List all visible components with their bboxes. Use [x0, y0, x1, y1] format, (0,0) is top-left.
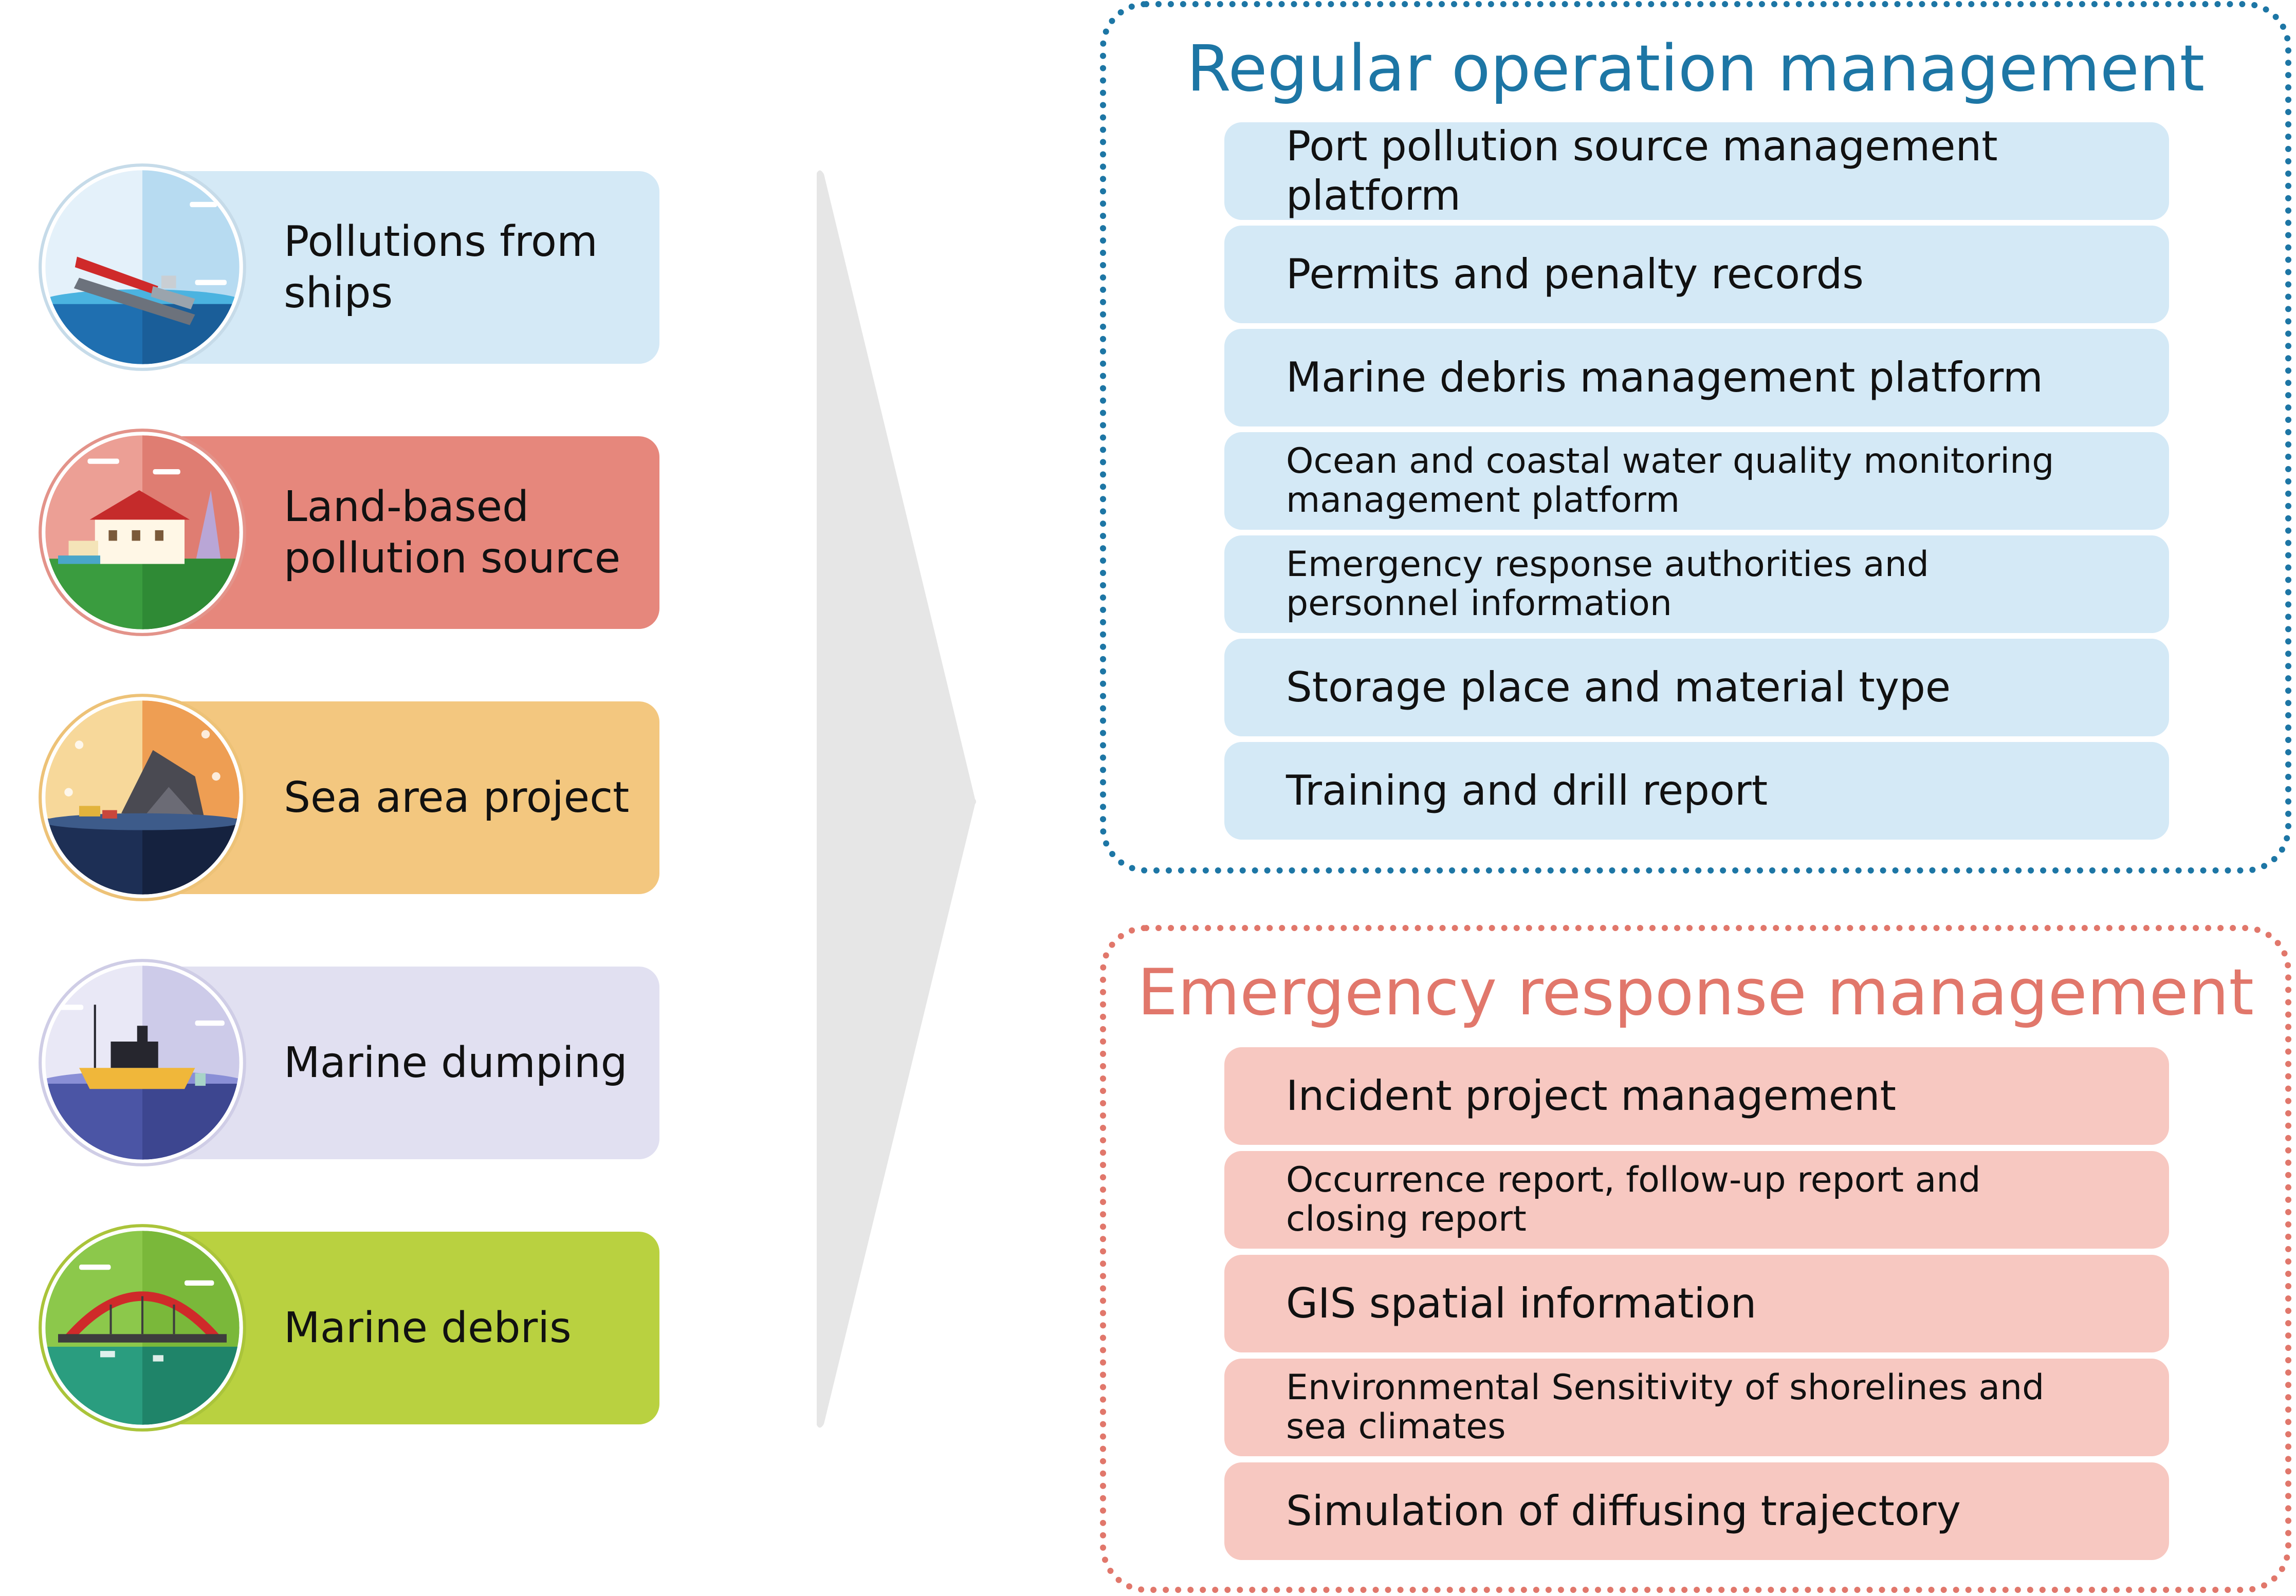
- panel-title: Regular operation management: [1186, 32, 2205, 106]
- emergency-item: Occurrence report, follow-up report and …: [1224, 1151, 2169, 1249]
- tugboat-icon: [37, 957, 248, 1168]
- regular-operation-panel: Regular operation management: [1100, 1, 2291, 874]
- regular-item: Training and drill report: [1224, 742, 2169, 840]
- source-card-sea-area: Sea area project: [149, 701, 659, 894]
- emergency-item: GIS spatial information: [1224, 1255, 2169, 1352]
- emergency-item: Environmental Sensitivity of shorelines …: [1224, 1359, 2169, 1456]
- sinking-ship-icon: [37, 162, 248, 373]
- regular-item: Permits and penalty records: [1224, 226, 2169, 323]
- regular-item: Port pollution source management platfor…: [1224, 122, 2169, 220]
- regular-item: Emergency response authorities and perso…: [1224, 535, 2169, 633]
- factory-house-icon: [37, 427, 248, 638]
- emergency-response-panel: Emergency response management: [1100, 925, 2291, 1593]
- regular-item: Storage place and material type: [1224, 639, 2169, 736]
- bridge-icon: [37, 1222, 248, 1433]
- source-label: Marine dumping: [284, 1038, 628, 1087]
- source-label: Land-based pollution source: [284, 482, 621, 583]
- flow-arrow: [817, 170, 976, 1428]
- regular-item: Ocean and coastal water quality monitori…: [1224, 432, 2169, 530]
- regular-item: Marine debris management platform: [1224, 329, 2169, 426]
- source-label: Sea area project: [284, 773, 630, 822]
- offshore-rock-icon: [37, 692, 248, 903]
- source-label: Marine debris: [284, 1303, 572, 1352]
- panel-title: Emergency response management: [1137, 956, 2254, 1030]
- emergency-item: Simulation of diffusing trajectory: [1224, 1462, 2169, 1560]
- source-label: Pollutions from ships: [284, 217, 598, 318]
- emergency-item: Incident project management: [1224, 1047, 2169, 1145]
